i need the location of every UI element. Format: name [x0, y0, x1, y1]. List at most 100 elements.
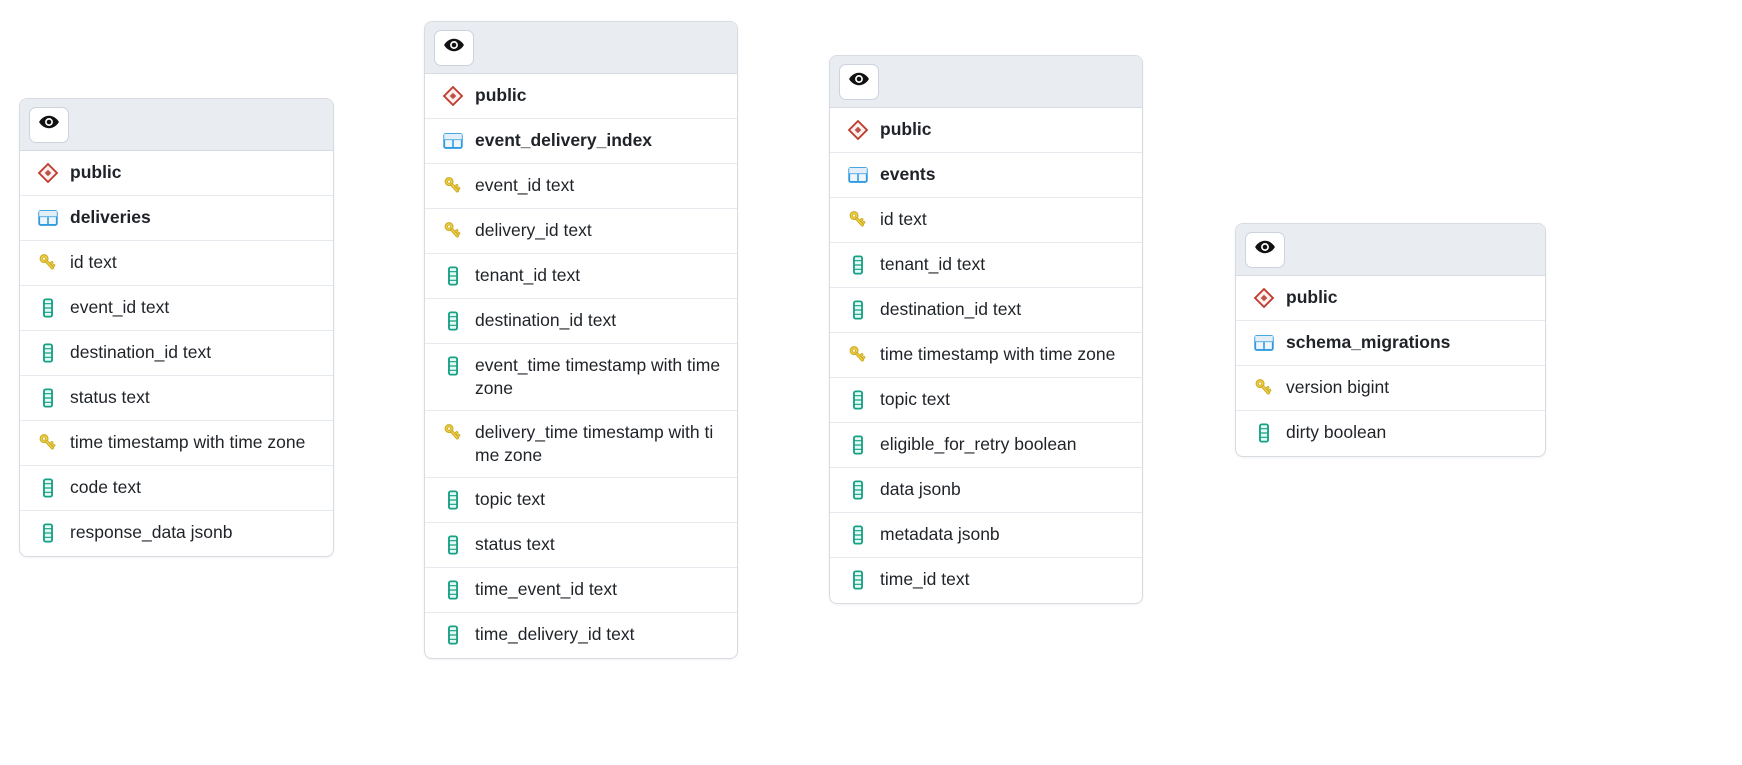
column-row[interactable]: tenant_id text	[425, 254, 737, 299]
column-label: id text	[880, 209, 927, 229]
column-label: metadata jsonb	[880, 524, 1000, 544]
column-label: topic text	[880, 389, 951, 409]
schema-diamond-icon	[37, 162, 59, 184]
eye-icon	[848, 68, 870, 95]
column-row[interactable]: time timestamp with time zone	[20, 421, 333, 466]
column-row[interactable]: response_data jsonb	[20, 511, 333, 556]
card-header-events	[830, 56, 1142, 108]
column-row[interactable]: destination_id text	[425, 299, 737, 344]
column-row[interactable]: time_event_id text	[425, 568, 737, 613]
column-icon	[37, 342, 59, 364]
column-row[interactable]: status text	[425, 523, 737, 568]
column-icon	[847, 254, 869, 276]
column-label: time_id text	[880, 569, 970, 589]
schema-name: public	[70, 162, 122, 182]
table-grid-icon	[1253, 332, 1275, 354]
column-icon	[847, 299, 869, 321]
table-row[interactable]: deliveries	[20, 196, 333, 241]
column-icon	[442, 310, 464, 332]
column-row[interactable]: version bigint	[1236, 366, 1545, 411]
column-label: version bigint	[1286, 377, 1390, 397]
column-label: topic text	[475, 489, 546, 509]
column-label: tenant_id text	[880, 254, 986, 274]
column-icon	[847, 524, 869, 546]
column-row[interactable]: code text	[20, 466, 333, 511]
table-name: events	[880, 164, 936, 184]
column-icon	[37, 477, 59, 499]
column-label: time_event_id text	[475, 579, 618, 599]
column-row[interactable]: event_id text	[425, 164, 737, 209]
primary-key-icon	[847, 344, 869, 366]
schema-name: public	[880, 119, 932, 139]
column-row[interactable]: time_delivery_id text	[425, 613, 737, 658]
column-icon	[442, 624, 464, 646]
primary-key-icon	[1253, 377, 1275, 399]
schema-name: public	[475, 85, 527, 105]
visibility-toggle-button[interactable]	[434, 29, 474, 66]
column-icon	[442, 265, 464, 287]
column-row[interactable]: id text	[20, 241, 333, 286]
eye-icon	[38, 111, 60, 138]
column-label: time_delivery_id text	[475, 624, 635, 644]
table-row[interactable]: schema_migrations	[1236, 321, 1545, 366]
column-label: destination_id text	[880, 299, 1022, 319]
primary-key-icon	[847, 209, 869, 231]
visibility-toggle-button[interactable]	[839, 63, 879, 100]
column-icon	[847, 389, 869, 411]
primary-key-icon	[442, 220, 464, 242]
column-icon	[37, 522, 59, 544]
column-row[interactable]: data jsonb	[830, 468, 1142, 513]
column-row[interactable]: topic text	[425, 478, 737, 523]
column-row[interactable]: dirty boolean	[1236, 411, 1545, 456]
column-label: time timestamp with time zone	[880, 344, 1116, 364]
column-row[interactable]: time_id text	[830, 558, 1142, 603]
column-row[interactable]: delivery_id text	[425, 209, 737, 254]
column-row[interactable]: topic text	[830, 378, 1142, 423]
column-icon	[442, 534, 464, 556]
schema-row[interactable]: public	[20, 151, 333, 196]
visibility-toggle-button[interactable]	[1245, 231, 1285, 268]
column-row[interactable]: time timestamp with time zone	[830, 333, 1142, 378]
column-label: event_time timestamp with time zone	[475, 355, 721, 398]
card-header-deliveries	[20, 99, 333, 151]
primary-key-icon	[37, 432, 59, 454]
table-card-schema_migrations[interactable]: public schema_migrations version bigint …	[1235, 223, 1546, 457]
schema-row[interactable]: public	[425, 74, 737, 119]
primary-key-icon	[37, 252, 59, 274]
column-label: destination_id text	[70, 342, 212, 362]
schema-row[interactable]: public	[1236, 276, 1545, 321]
column-row[interactable]: event_time timestamp with time zone	[425, 344, 737, 411]
column-label: id text	[70, 252, 117, 272]
visibility-toggle-button[interactable]	[29, 106, 69, 143]
column-label: data jsonb	[880, 479, 961, 499]
column-row[interactable]: status text	[20, 376, 333, 421]
column-label: delivery_id text	[475, 220, 592, 240]
schema-diamond-icon	[1253, 287, 1275, 309]
card-header-schema_migrations	[1236, 224, 1545, 276]
column-row[interactable]: id text	[830, 198, 1142, 243]
column-row[interactable]: event_id text	[20, 286, 333, 331]
eye-icon	[443, 34, 465, 61]
column-icon	[442, 489, 464, 511]
table-card-events[interactable]: public events id text tenant_id text	[829, 55, 1143, 604]
table-card-event_delivery_index[interactable]: public event_delivery_index event_id tex…	[424, 21, 738, 659]
column-label: tenant_id text	[475, 265, 581, 285]
column-row[interactable]: destination_id text	[830, 288, 1142, 333]
table-row[interactable]: event_delivery_index	[425, 119, 737, 164]
column-icon	[847, 479, 869, 501]
eye-icon	[1254, 236, 1276, 263]
column-label: destination_id text	[475, 310, 617, 330]
column-icon	[442, 355, 464, 377]
column-icon	[37, 387, 59, 409]
card-header-event_delivery_index	[425, 22, 737, 74]
column-row[interactable]: eligible_for_retry boolean	[830, 423, 1142, 468]
table-row[interactable]: events	[830, 153, 1142, 198]
column-row[interactable]: destination_id text	[20, 331, 333, 376]
column-icon	[1253, 422, 1275, 444]
table-card-deliveries[interactable]: public deliveries id text event_id text	[19, 98, 334, 557]
column-row[interactable]: metadata jsonb	[830, 513, 1142, 558]
column-row[interactable]: delivery_time timestamp with time zone	[425, 411, 737, 478]
column-row[interactable]: tenant_id text	[830, 243, 1142, 288]
schema-row[interactable]: public	[830, 108, 1142, 153]
table-grid-icon	[37, 207, 59, 229]
